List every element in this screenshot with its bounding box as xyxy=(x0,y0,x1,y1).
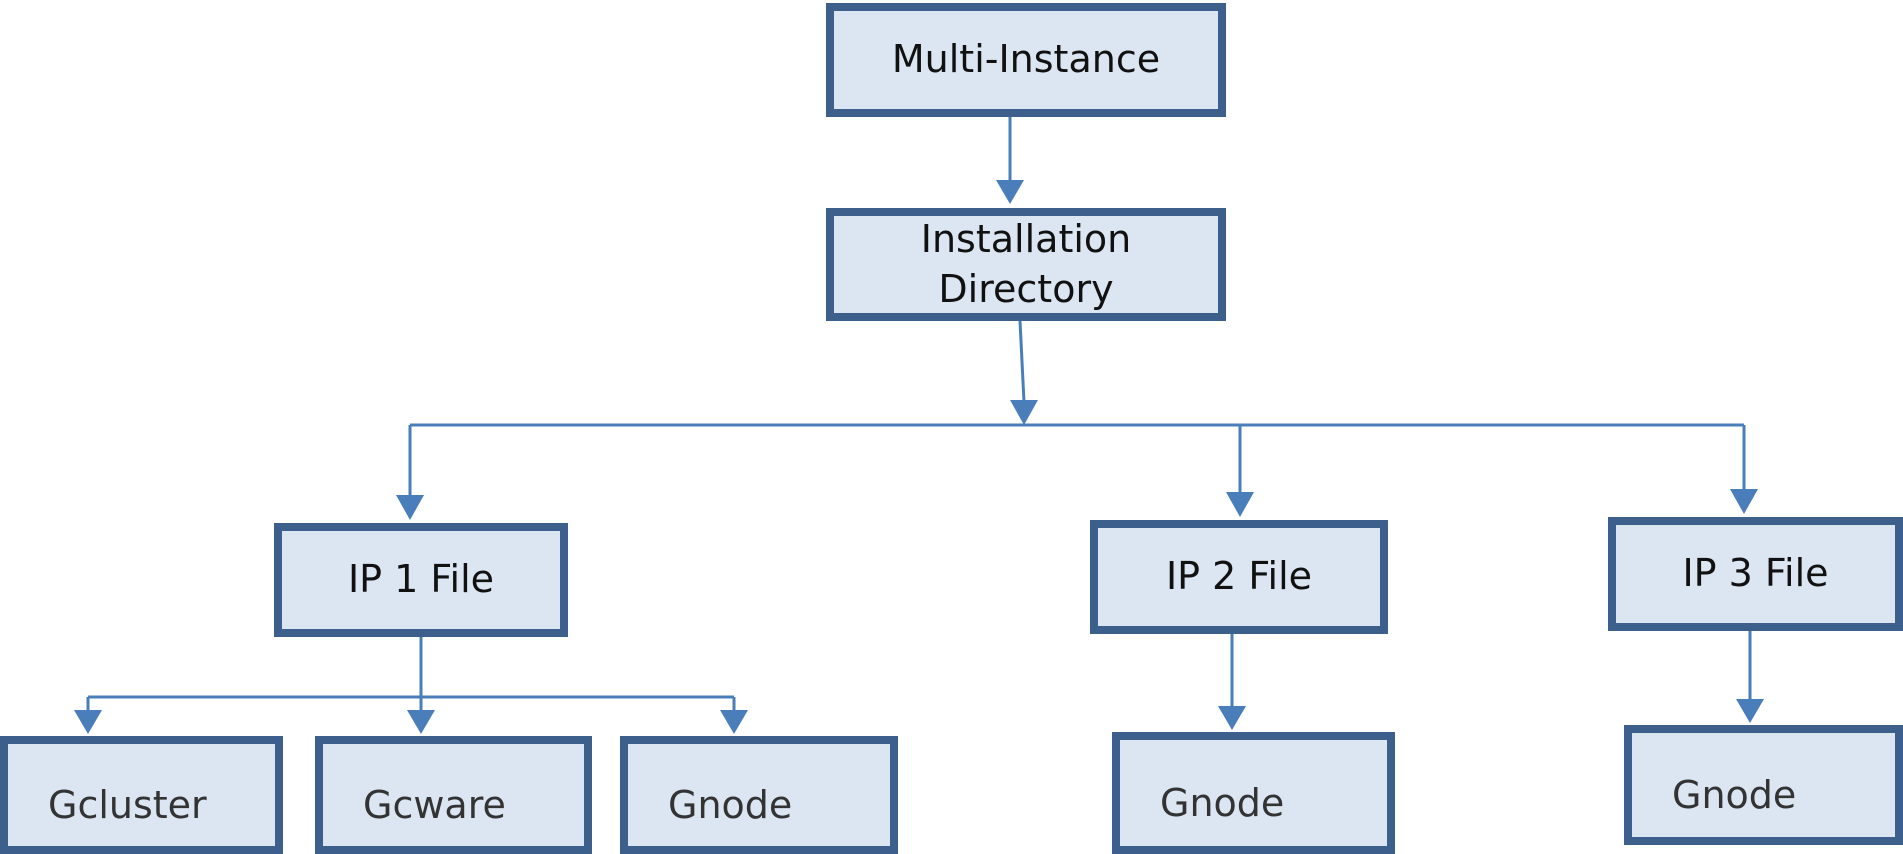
arrowhead-ip2 xyxy=(1226,492,1254,517)
node-ip2-file: IP 2 File xyxy=(1090,520,1388,634)
edge-install-to-bus xyxy=(1018,320,1026,403)
node-gcluster: Gcluster xyxy=(0,736,283,854)
arrowhead-gnode1 xyxy=(720,710,748,734)
node-gnode-ip2: Gnode xyxy=(1112,732,1395,854)
arrowhead-gnode3 xyxy=(1736,699,1764,723)
node-installation-directory: Installation Directory xyxy=(826,208,1226,321)
arrowhead-ip3 xyxy=(1730,489,1758,514)
node-ip3-file: IP 3 File xyxy=(1608,517,1903,631)
arrowhead-install xyxy=(996,180,1024,204)
node-ip1-file: IP 1 File xyxy=(274,523,568,637)
arrowhead-gnode2 xyxy=(1218,706,1246,730)
node-multi-instance: Multi-Instance xyxy=(826,3,1226,117)
node-gcware: Gcware xyxy=(315,736,592,854)
arrowhead-gcluster xyxy=(74,710,102,734)
arrowhead-ip1 xyxy=(396,495,424,520)
arrowhead-bus xyxy=(1010,400,1038,425)
node-gnode-ip3: Gnode xyxy=(1624,725,1903,845)
node-gnode-ip1: Gnode xyxy=(620,736,898,854)
arrowhead-gcware xyxy=(407,710,435,734)
